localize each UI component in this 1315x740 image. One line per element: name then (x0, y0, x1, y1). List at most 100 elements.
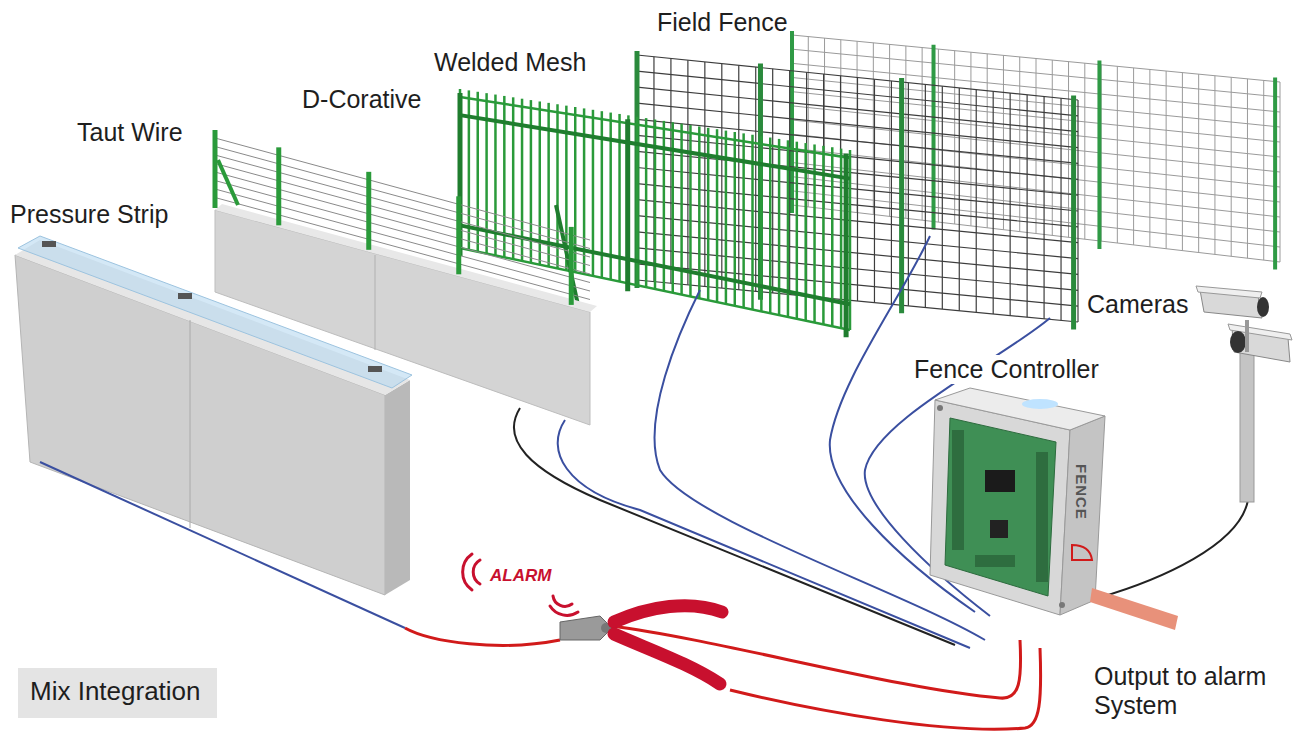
caption-text: Mix Integration (30, 676, 201, 706)
camera-mount (1245, 320, 1249, 352)
taut-wire (215, 189, 590, 291)
fence-rail (637, 280, 1078, 322)
red-wire (612, 626, 1021, 698)
taut-wire (215, 198, 590, 300)
red-wire (405, 628, 560, 645)
plier-handle (614, 606, 722, 622)
fence-rail (637, 184, 1078, 227)
fence-rail (792, 78, 1280, 128)
taut-wire (215, 172, 590, 274)
part-label: Fence Controller (912, 355, 1101, 384)
enclosure-side (1060, 416, 1105, 615)
status-light (1022, 399, 1058, 409)
alarm-text: ALARM (488, 566, 553, 586)
logo-mark (1072, 545, 1092, 560)
sensor-clip (42, 241, 56, 247)
camera-hood (1196, 286, 1262, 298)
fence-post (456, 196, 461, 274)
screw (937, 405, 943, 411)
plier-jaws (560, 616, 612, 640)
black-wire (1098, 500, 1248, 598)
taut-wire (215, 164, 590, 266)
pliers (560, 606, 722, 684)
part-label: Taut Wire (75, 118, 185, 147)
alarm-waves (463, 554, 578, 615)
taut-wire (215, 138, 590, 240)
part-label: Pressure Strip (8, 200, 170, 229)
sensor-clip (368, 366, 382, 372)
fence-rail (792, 177, 1280, 232)
chip (985, 470, 1015, 492)
circuit-board (945, 418, 1056, 596)
wall-joint (375, 255, 376, 350)
taut-wire-fence (215, 130, 590, 305)
camera-lens (1230, 331, 1246, 353)
fence-post (569, 227, 574, 305)
blue-wire (40, 462, 405, 628)
output-cable (1090, 588, 1178, 630)
blue-wire (558, 420, 970, 648)
camera-lens (1257, 297, 1269, 317)
fence-controller (930, 388, 1178, 630)
welded-mesh-fence (637, 51, 1078, 330)
taut-wire (215, 155, 590, 257)
pressure-strip (18, 236, 412, 388)
fence-rail (792, 106, 1280, 157)
fence-rail (792, 35, 1280, 82)
red-wire (730, 648, 1041, 729)
fence-rail (792, 92, 1280, 142)
fence-rail (637, 248, 1078, 290)
black-wire (514, 408, 955, 645)
wave (473, 560, 480, 584)
caption-box: Mix Integration (18, 668, 217, 718)
fence-brace (556, 205, 578, 305)
output-label: Output to alarm System (1092, 662, 1311, 720)
fence-post (366, 172, 371, 250)
fence-post (213, 130, 218, 208)
fence-post (1273, 78, 1277, 270)
fence-post (790, 31, 794, 213)
taut-wire (215, 181, 590, 283)
enclosure-front (930, 400, 1070, 615)
part-label: Welded Mesh (432, 48, 588, 77)
screw (1059, 602, 1065, 608)
fence-post (844, 153, 849, 337)
fence-rail (792, 49, 1280, 97)
part-label: Field Fence (655, 8, 790, 37)
part-label: D-Corative (300, 85, 423, 114)
wall-end (385, 380, 410, 595)
fence-post (635, 51, 640, 288)
fence-post (276, 147, 281, 225)
fence-brace (218, 160, 238, 205)
palisade-rail (460, 115, 850, 179)
sensor-clip (178, 293, 192, 299)
field-fence (792, 31, 1280, 269)
taut-wire (215, 147, 590, 249)
cameras (1196, 286, 1292, 502)
fence-post (899, 78, 904, 313)
terminal-block (952, 430, 964, 550)
fence-post (1097, 61, 1101, 249)
wires (40, 236, 1248, 729)
chip (990, 520, 1008, 538)
camera-pole (1240, 352, 1254, 502)
fence-rail (637, 216, 1078, 259)
fence-rail (637, 168, 1078, 212)
brand-logo: FENCE (1073, 462, 1090, 522)
fence-rail (637, 200, 1078, 243)
fence-post (625, 119, 630, 291)
part-label: Cameras (1085, 290, 1190, 319)
wave (550, 606, 578, 615)
fence-rail (792, 63, 1280, 112)
plier-handle (614, 634, 720, 684)
fence-rail (637, 151, 1078, 195)
wall-top (215, 204, 597, 312)
terminal-block (1036, 452, 1048, 582)
wave (463, 554, 472, 590)
fence-post (1071, 96, 1076, 330)
wall-joint (190, 320, 191, 528)
wave (553, 596, 572, 606)
fence-post (932, 45, 936, 230)
